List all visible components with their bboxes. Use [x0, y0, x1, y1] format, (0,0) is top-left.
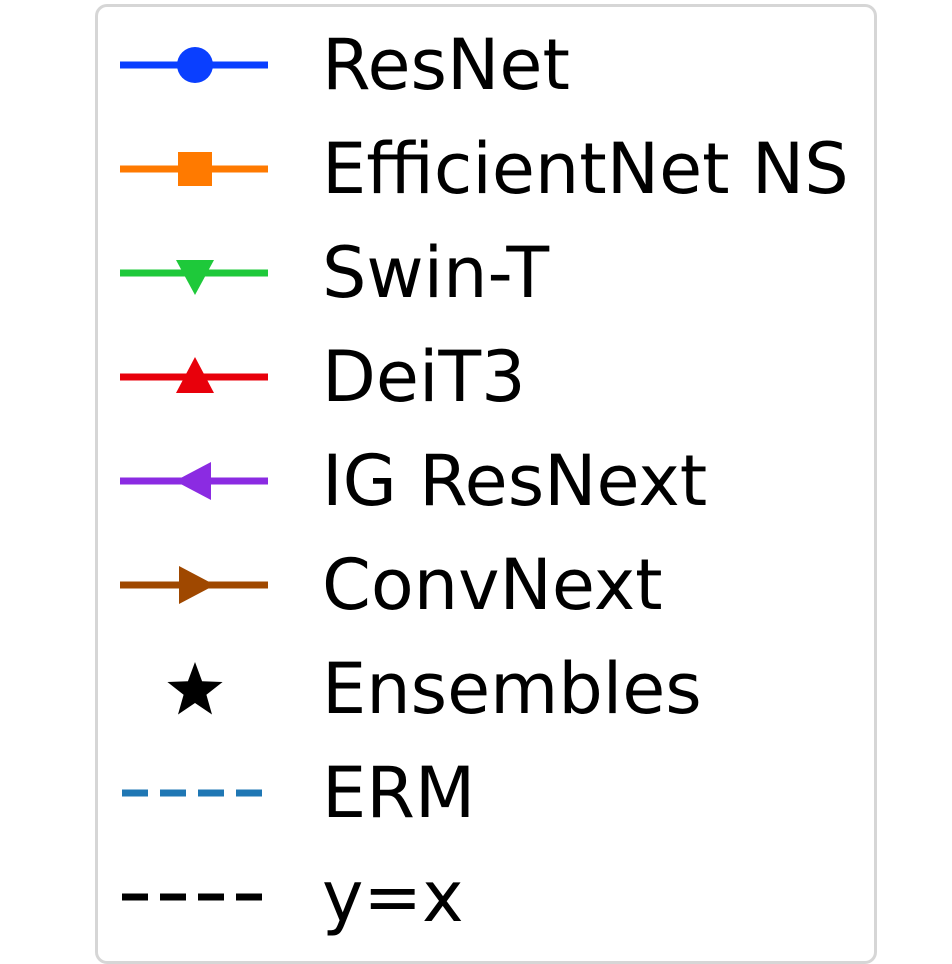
legend-item-resnet: ResNet — [98, 13, 874, 117]
legend-swatch-convnext — [120, 566, 268, 604]
legend-marker-triangle-up — [176, 357, 214, 393]
legend-item-deit3: DeiT3 — [98, 325, 874, 429]
legend-item-ig-resnext: IG ResNext — [98, 429, 874, 533]
legend-item-swin-t: Swin-T — [98, 221, 874, 325]
legend-label: IG ResNext — [322, 440, 708, 522]
legend-label: Ensembles — [322, 648, 702, 730]
legend-item-efficientnet-ns: EfficientNet NS — [98, 117, 874, 221]
legend-item-ensembles: Ensembles — [98, 637, 874, 741]
legend-label: Swin-T — [322, 232, 550, 314]
legend-swatch-y-x — [122, 893, 264, 901]
legend-label: ConvNext — [322, 544, 663, 626]
legend-marker-triangle-left — [175, 462, 211, 500]
legend-marker-circle — [177, 47, 213, 83]
legend-marker-star — [167, 662, 223, 715]
legend-swatch-ensembles — [167, 662, 223, 715]
legend-item-erm: ERM — [98, 741, 874, 845]
legend-label: ERM — [322, 752, 476, 834]
legend-swatch-erm — [122, 789, 264, 797]
legend-swatch-swin-t — [120, 260, 268, 295]
legend-item-y-x: y=x — [98, 845, 874, 949]
legend-marker-triangle-down — [176, 260, 214, 295]
legend-label: EfficientNet NS — [322, 128, 849, 210]
legend-swatch-deit3 — [120, 357, 268, 393]
legend-swatch-efficientnet-ns — [120, 152, 268, 186]
legend-label: DeiT3 — [322, 336, 526, 418]
legend-label: ResNet — [322, 24, 570, 106]
legend-marker-triangle-right — [179, 566, 215, 604]
legend-item-convnext: ConvNext — [98, 533, 874, 637]
legend-marker-square — [178, 152, 212, 186]
legend-swatch-ig-resnext — [120, 462, 268, 500]
legend-label: y=x — [322, 856, 464, 938]
legend-swatch-resnet — [120, 47, 268, 83]
